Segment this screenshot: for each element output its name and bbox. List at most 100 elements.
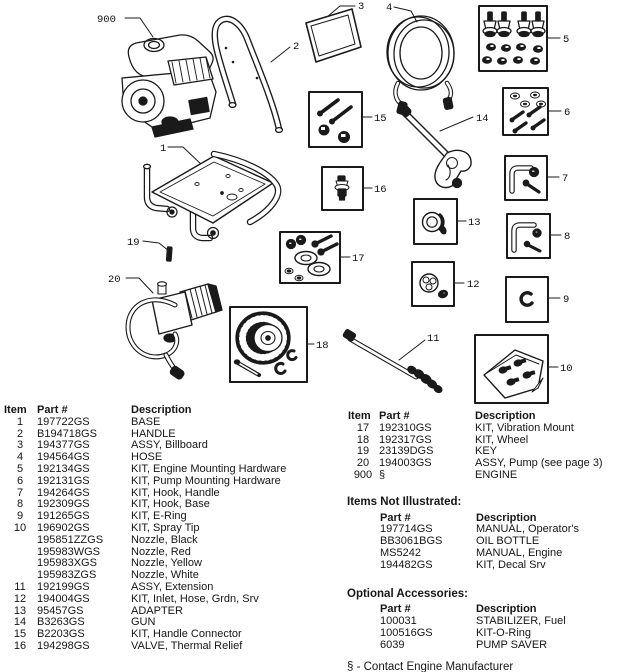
table-row: 14 B3263GS GUN — [3, 617, 339, 629]
callout-6: 6 — [564, 107, 570, 119]
table-row: 13 95457GS ADAPTER — [3, 604, 339, 618]
cell-part: 194482GS — [380, 558, 433, 571]
table-row: BB3061BGS OIL BOTTLE — [380, 535, 619, 548]
kit-box-16 — [321, 166, 364, 211]
cell-part: 100516GS — [380, 626, 433, 639]
cell-part: 191265GS — [37, 510, 90, 523]
table-row: 10 196902GS KIT, Spray Tip — [3, 522, 339, 535]
cell-item: 9 — [16, 510, 24, 523]
cell-item: 16 — [13, 639, 27, 652]
kit-box-15 — [308, 91, 363, 148]
callout-14: 14 — [476, 113, 489, 125]
kit-box-13 — [413, 198, 458, 245]
callout-12: 12 — [467, 279, 480, 291]
table-row: 195983XGS Nozzle, Yellow — [3, 558, 339, 570]
parts-table-right-header: Item Part # Description — [347, 410, 619, 423]
cell-part: 195983ZGS — [37, 569, 97, 582]
not-illustrated-table: Part # Description 197714GS MANUAL, Oper… — [347, 511, 619, 572]
optional-accessories-table: Part # Description 100031 STABILIZER, Fu… — [347, 604, 619, 651]
cell-part: 192134GS — [37, 462, 90, 475]
cell-part: 197714GS — [380, 523, 433, 536]
kit-box-7 — [504, 155, 548, 201]
right-column: Item Part # Description 17 192310GS KIT,… — [347, 410, 619, 672]
table-row: 6039 PUMP SAVER — [380, 638, 619, 652]
gun-illustration — [397, 103, 472, 189]
cell-item: 14 — [13, 616, 27, 629]
cell-description: BASE — [131, 415, 161, 428]
cell-item: 3 — [16, 439, 24, 452]
optional-accessories-title: Optional Accessories: — [347, 587, 469, 600]
cell-part: 194564GS — [37, 451, 90, 464]
col-header-description: Description — [476, 511, 537, 524]
cell-description: ASSY, Pump (see page 3) — [475, 457, 603, 470]
cell-item: 5 — [16, 462, 24, 475]
table-row: 9 191265GS KIT, E-Ring — [3, 510, 339, 523]
cell-description: KEY — [475, 445, 498, 458]
col-header-part: Part # — [379, 410, 410, 422]
cell-part: 194298GS — [37, 639, 90, 652]
cell-description: PUMP SAVER — [476, 638, 548, 651]
cell-item: 7 — [16, 486, 24, 499]
cell-description: MANUAL, Operator's — [476, 523, 579, 536]
cell-description: Nozzle, Yellow — [131, 557, 202, 570]
cell-description: ASSY, Extension — [131, 580, 214, 593]
kit-box-8 — [506, 213, 551, 259]
billboard-illustration — [305, 8, 362, 63]
col-header-item: Item — [4, 404, 27, 416]
cell-part: 23139DGS — [379, 445, 434, 458]
cell-description: ENGINE — [475, 468, 518, 481]
cell-description: KIT, Vibration Mount — [475, 421, 574, 434]
cell-item — [3, 558, 37, 570]
cell-description: HANDLE — [131, 427, 176, 440]
base-illustration — [142, 150, 282, 242]
cell-part: MS5242 — [380, 546, 421, 559]
table-row: 5 192134GS KIT, Engine Mounting Hardware — [3, 462, 339, 476]
key-illustration — [165, 246, 173, 262]
cell-part: BB3061BGS — [380, 535, 443, 548]
col-header-description: Description — [476, 603, 537, 616]
kit-box-6 — [502, 87, 549, 136]
cell-part: 197722GS — [37, 415, 90, 428]
cell-description: ADAPTER — [131, 604, 183, 617]
cell-part: 195983XGS — [37, 557, 97, 570]
cell-part: 192310GS — [379, 421, 432, 434]
kit-box-10 — [474, 334, 549, 404]
cell-item: 6 — [16, 474, 24, 487]
col-header-part: Part # — [380, 603, 411, 616]
cell-part: B194718GS — [37, 427, 97, 440]
kit-box-5 — [478, 5, 548, 72]
cell-description: KIT, Decal Srv — [476, 558, 546, 571]
table-row: 195983ZGS Nozzle, White — [3, 569, 339, 582]
cell-description: OIL BOTTLE — [476, 535, 540, 548]
parts-table-left-header: Item Part # Description — [3, 404, 339, 417]
callout-4: 4 — [386, 2, 392, 14]
table-row: 6 192131GS KIT, Pump Mounting Hardware — [3, 474, 339, 488]
table-row: 195851ZZGS Nozzle, Black — [3, 534, 339, 547]
callout-13: 13 — [468, 217, 481, 229]
parts-table-left: Item Part # Description 1 197722GS BASE … — [3, 404, 339, 653]
callout-8: 8 — [564, 231, 570, 243]
table-row: 1 197722GS BASE — [3, 415, 339, 429]
callout-19: 19 — [127, 237, 140, 249]
not-illustrated-body: 197714GS MANUAL, Operator's BB3061BGS OI… — [380, 524, 619, 571]
cell-part: 194004GS — [37, 592, 90, 605]
cell-part: § — [379, 468, 386, 481]
kit-box-12 — [411, 261, 455, 307]
cell-part: 194377GS — [37, 439, 90, 452]
not-illustrated-header: Part # Description — [380, 511, 619, 525]
cell-part: 192131GS — [37, 474, 90, 487]
cell-item: 4 — [16, 451, 24, 464]
table-row: 15 B2203GS KIT, Handle Connector — [3, 628, 339, 641]
cell-item: 8 — [16, 498, 24, 511]
extension-wand-illustration — [342, 329, 443, 394]
callout-1: 1 — [160, 143, 166, 155]
table-row: 197714GS MANUAL, Operator's — [380, 524, 619, 536]
table-row: MS5242 MANUAL, Engine — [380, 546, 619, 560]
cell-item: 12 — [13, 592, 27, 605]
col-header-part: Part # — [380, 511, 411, 524]
callout-17: 17 — [352, 253, 365, 265]
callout-18: 18 — [316, 340, 329, 352]
cell-item — [3, 535, 37, 547]
cell-item: 2 — [16, 427, 24, 440]
